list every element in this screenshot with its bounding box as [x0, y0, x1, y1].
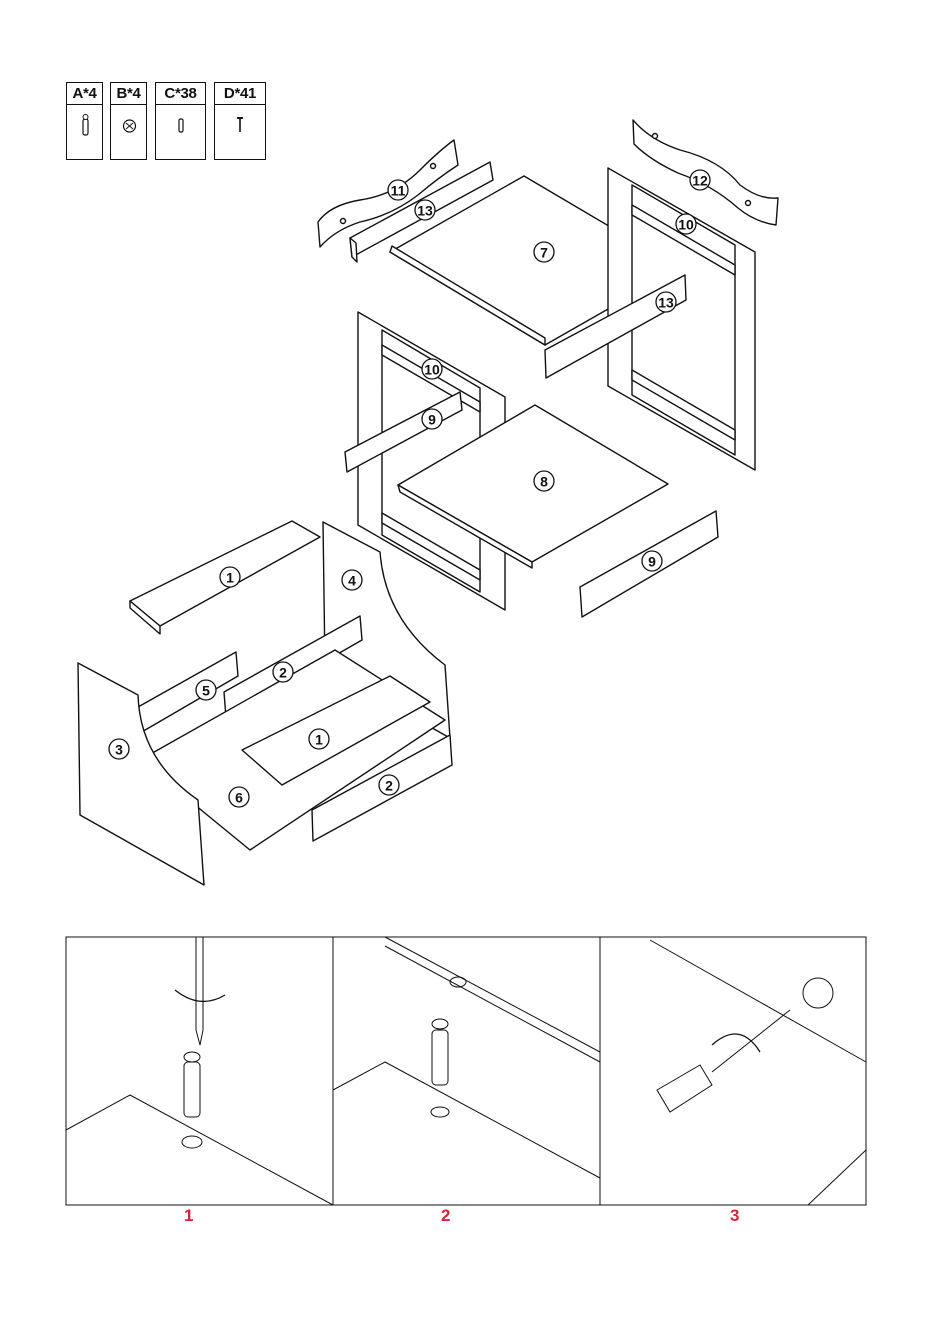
part-number-label: 10: [678, 217, 694, 233]
part-number-label: 13: [417, 203, 433, 219]
part-number-label: 10: [424, 362, 440, 378]
part-callout-13: 13: [656, 292, 676, 312]
part-number-label: 3: [115, 742, 123, 758]
part-callout-1: 1: [220, 567, 240, 587]
step-number-2: 2: [441, 1206, 450, 1226]
step-3-illustration: [650, 940, 866, 1205]
part-callout-4: 4: [342, 570, 362, 590]
part-callout-11: 11: [388, 180, 408, 200]
part-callout-2: 2: [273, 662, 293, 682]
part-callout-8: 8: [534, 471, 554, 491]
part-callout-5: 5: [196, 680, 216, 700]
part-callout-10: 10: [422, 359, 442, 379]
part-callout-1: 1: [309, 729, 329, 749]
part-number-label: 11: [391, 183, 406, 199]
part-number-label: 4: [348, 573, 356, 589]
part-number-label: 7: [540, 245, 548, 261]
part-number-label: 2: [385, 778, 393, 794]
part-callout-2: 2: [379, 775, 399, 795]
part-number-label: 2: [279, 665, 287, 681]
part-callout-6: 6: [229, 787, 249, 807]
part-number-label: 1: [226, 570, 234, 586]
step-2-illustration: [333, 937, 600, 1178]
step-1-illustration: [66, 937, 333, 1205]
part-callout-13: 13: [415, 200, 435, 220]
part-number-label: 9: [428, 412, 436, 428]
part-number-label: 13: [658, 295, 674, 311]
part-callout-3: 3: [109, 739, 129, 759]
part-number-label: 8: [540, 474, 548, 490]
part-number-label: 5: [202, 683, 210, 699]
part-callout-12: 12: [690, 170, 710, 190]
step-number-3: 3: [730, 1206, 739, 1226]
part-number-label: 1: [315, 732, 323, 748]
part-callout-9: 9: [642, 551, 662, 571]
step-number-1: 1: [184, 1206, 193, 1226]
part-number-label: 9: [648, 554, 656, 570]
part-number-label: 12: [692, 173, 708, 189]
part-number-label: 6: [235, 790, 243, 806]
part-callout-10: 10: [676, 214, 696, 234]
part-callout-9: 9: [422, 409, 442, 429]
part-callout-7: 7: [534, 242, 554, 262]
